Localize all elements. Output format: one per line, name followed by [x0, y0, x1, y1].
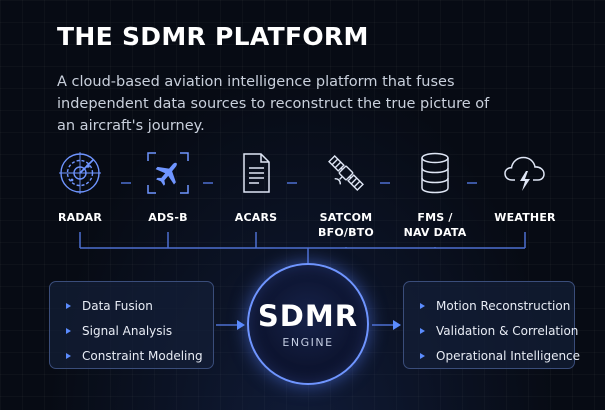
source-weather: WEATHER	[480, 150, 570, 225]
bullet-arrow-icon	[420, 327, 425, 334]
source-adsb: ADS-B	[123, 150, 213, 225]
bullet-arrow-icon	[420, 302, 425, 309]
source-label: RADAR	[57, 211, 103, 224]
document-icon	[243, 153, 270, 193]
page-title: THE SDMR PLATFORM	[57, 22, 369, 51]
list-item-label: Data Fusion	[82, 298, 153, 313]
list-item: Motion Reconstruction	[418, 293, 574, 318]
source-label: ACARS	[234, 211, 278, 224]
list-item-label: Signal Analysis	[82, 323, 173, 338]
source-label: WEATHER	[494, 211, 556, 224]
satellite-icon	[328, 155, 364, 191]
source-label: FMS /NAV DATA	[403, 211, 467, 239]
engine-subtitle: ENGINE	[282, 335, 334, 349]
engine-name: SDMR	[257, 298, 359, 333]
storm-cloud-icon	[504, 156, 545, 191]
bullet-arrow-icon	[420, 352, 425, 359]
list-item: Operational Intelligence	[418, 343, 580, 368]
list-item-label: Validation & Correlation	[436, 323, 579, 338]
list-item: Validation & Correlation	[418, 318, 578, 343]
list-item: Signal Analysis	[64, 318, 213, 343]
radar-icon	[59, 152, 101, 194]
arrow-engine-to-output-head	[393, 320, 401, 330]
list-item: Data Fusion	[64, 293, 213, 318]
database-icon	[421, 152, 449, 194]
source-acars: ACARS	[211, 150, 301, 225]
bullet-arrow-icon	[66, 302, 71, 309]
airplane-icon	[147, 152, 189, 194]
arrow-input-to-engine-head	[237, 320, 245, 330]
bullet-arrow-icon	[66, 352, 71, 359]
list-item-label: Motion Reconstruction	[436, 298, 571, 313]
list-item: Constraint Modeling	[64, 343, 213, 368]
page-subtitle: A cloud-based aviation intelligence plat…	[57, 74, 490, 134]
output-capabilities-panel: Motion Reconstruction Validation & Corre…	[403, 281, 580, 369]
list-item-label: Constraint Modeling	[82, 348, 203, 363]
sdmr-engine: SDMR ENGINE	[247, 263, 369, 385]
input-processes-panel: Data Fusion Signal Analysis Constraint M…	[49, 281, 214, 369]
list-item-label: Operational Intelligence	[436, 348, 581, 363]
source-radar: RADAR	[35, 150, 125, 225]
bullet-arrow-icon	[66, 327, 71, 334]
source-fms: FMS /NAV DATA	[390, 150, 480, 240]
source-label: ADS-B	[148, 211, 188, 224]
